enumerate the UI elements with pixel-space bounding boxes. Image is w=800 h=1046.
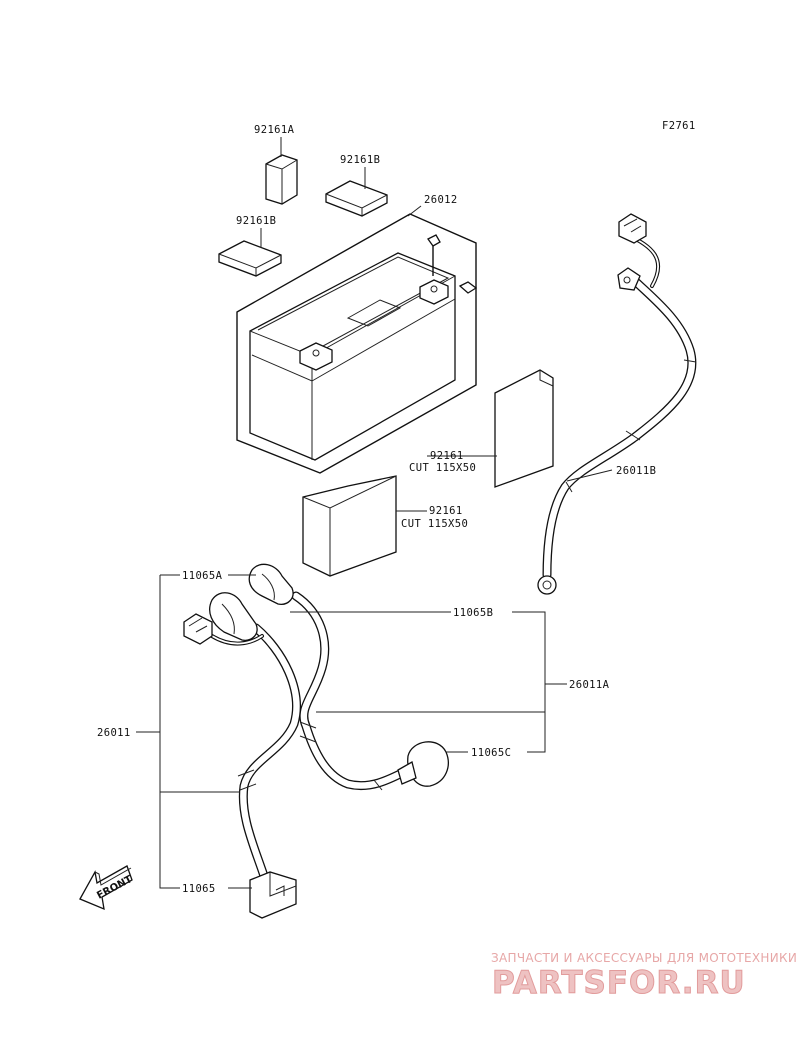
pad-92161-lower (302, 475, 397, 577)
label-92161-lower: 92161 (429, 505, 463, 517)
leader-lines (136, 137, 613, 889)
label-11065c: 11065C (471, 747, 511, 759)
label-92161b-top: 92161B (340, 154, 380, 166)
label-cut-lower: CUT 115X50 (401, 518, 468, 530)
pad-92161b-lower (218, 240, 282, 277)
watermark-tagline: ЗАПЧАСТИ И АКСЕССУАРЫ ДЛЯ МОТОТЕХНИКИ (491, 951, 797, 965)
label-26011: 26011 (97, 727, 131, 739)
cable-26011 (183, 563, 449, 919)
pad-92161-right (494, 369, 554, 488)
label-11065a: 11065A (182, 570, 223, 582)
front-arrow: FRONT (79, 865, 134, 911)
label-92161a: 92161A (254, 124, 295, 136)
label-cut-right: CUT 115X50 (409, 462, 476, 474)
label-11065b: 11065B (453, 607, 493, 619)
cable-26011b (537, 213, 697, 595)
watermark-logo: PARTSFOR.RU (492, 965, 746, 1001)
pad-92161a (265, 154, 298, 205)
battery-26012 (249, 234, 478, 461)
pad-92161b-upper (325, 180, 388, 217)
label-26011b: 26011B (616, 465, 656, 477)
label-92161-right: 92161 (430, 450, 464, 462)
label-11065: 11065 (182, 883, 216, 895)
label-26011a: 26011A (569, 679, 610, 691)
figure-id: F2761 (662, 120, 696, 132)
label-26012: 26012 (424, 194, 458, 206)
label-92161b-left: 92161B (236, 215, 276, 227)
